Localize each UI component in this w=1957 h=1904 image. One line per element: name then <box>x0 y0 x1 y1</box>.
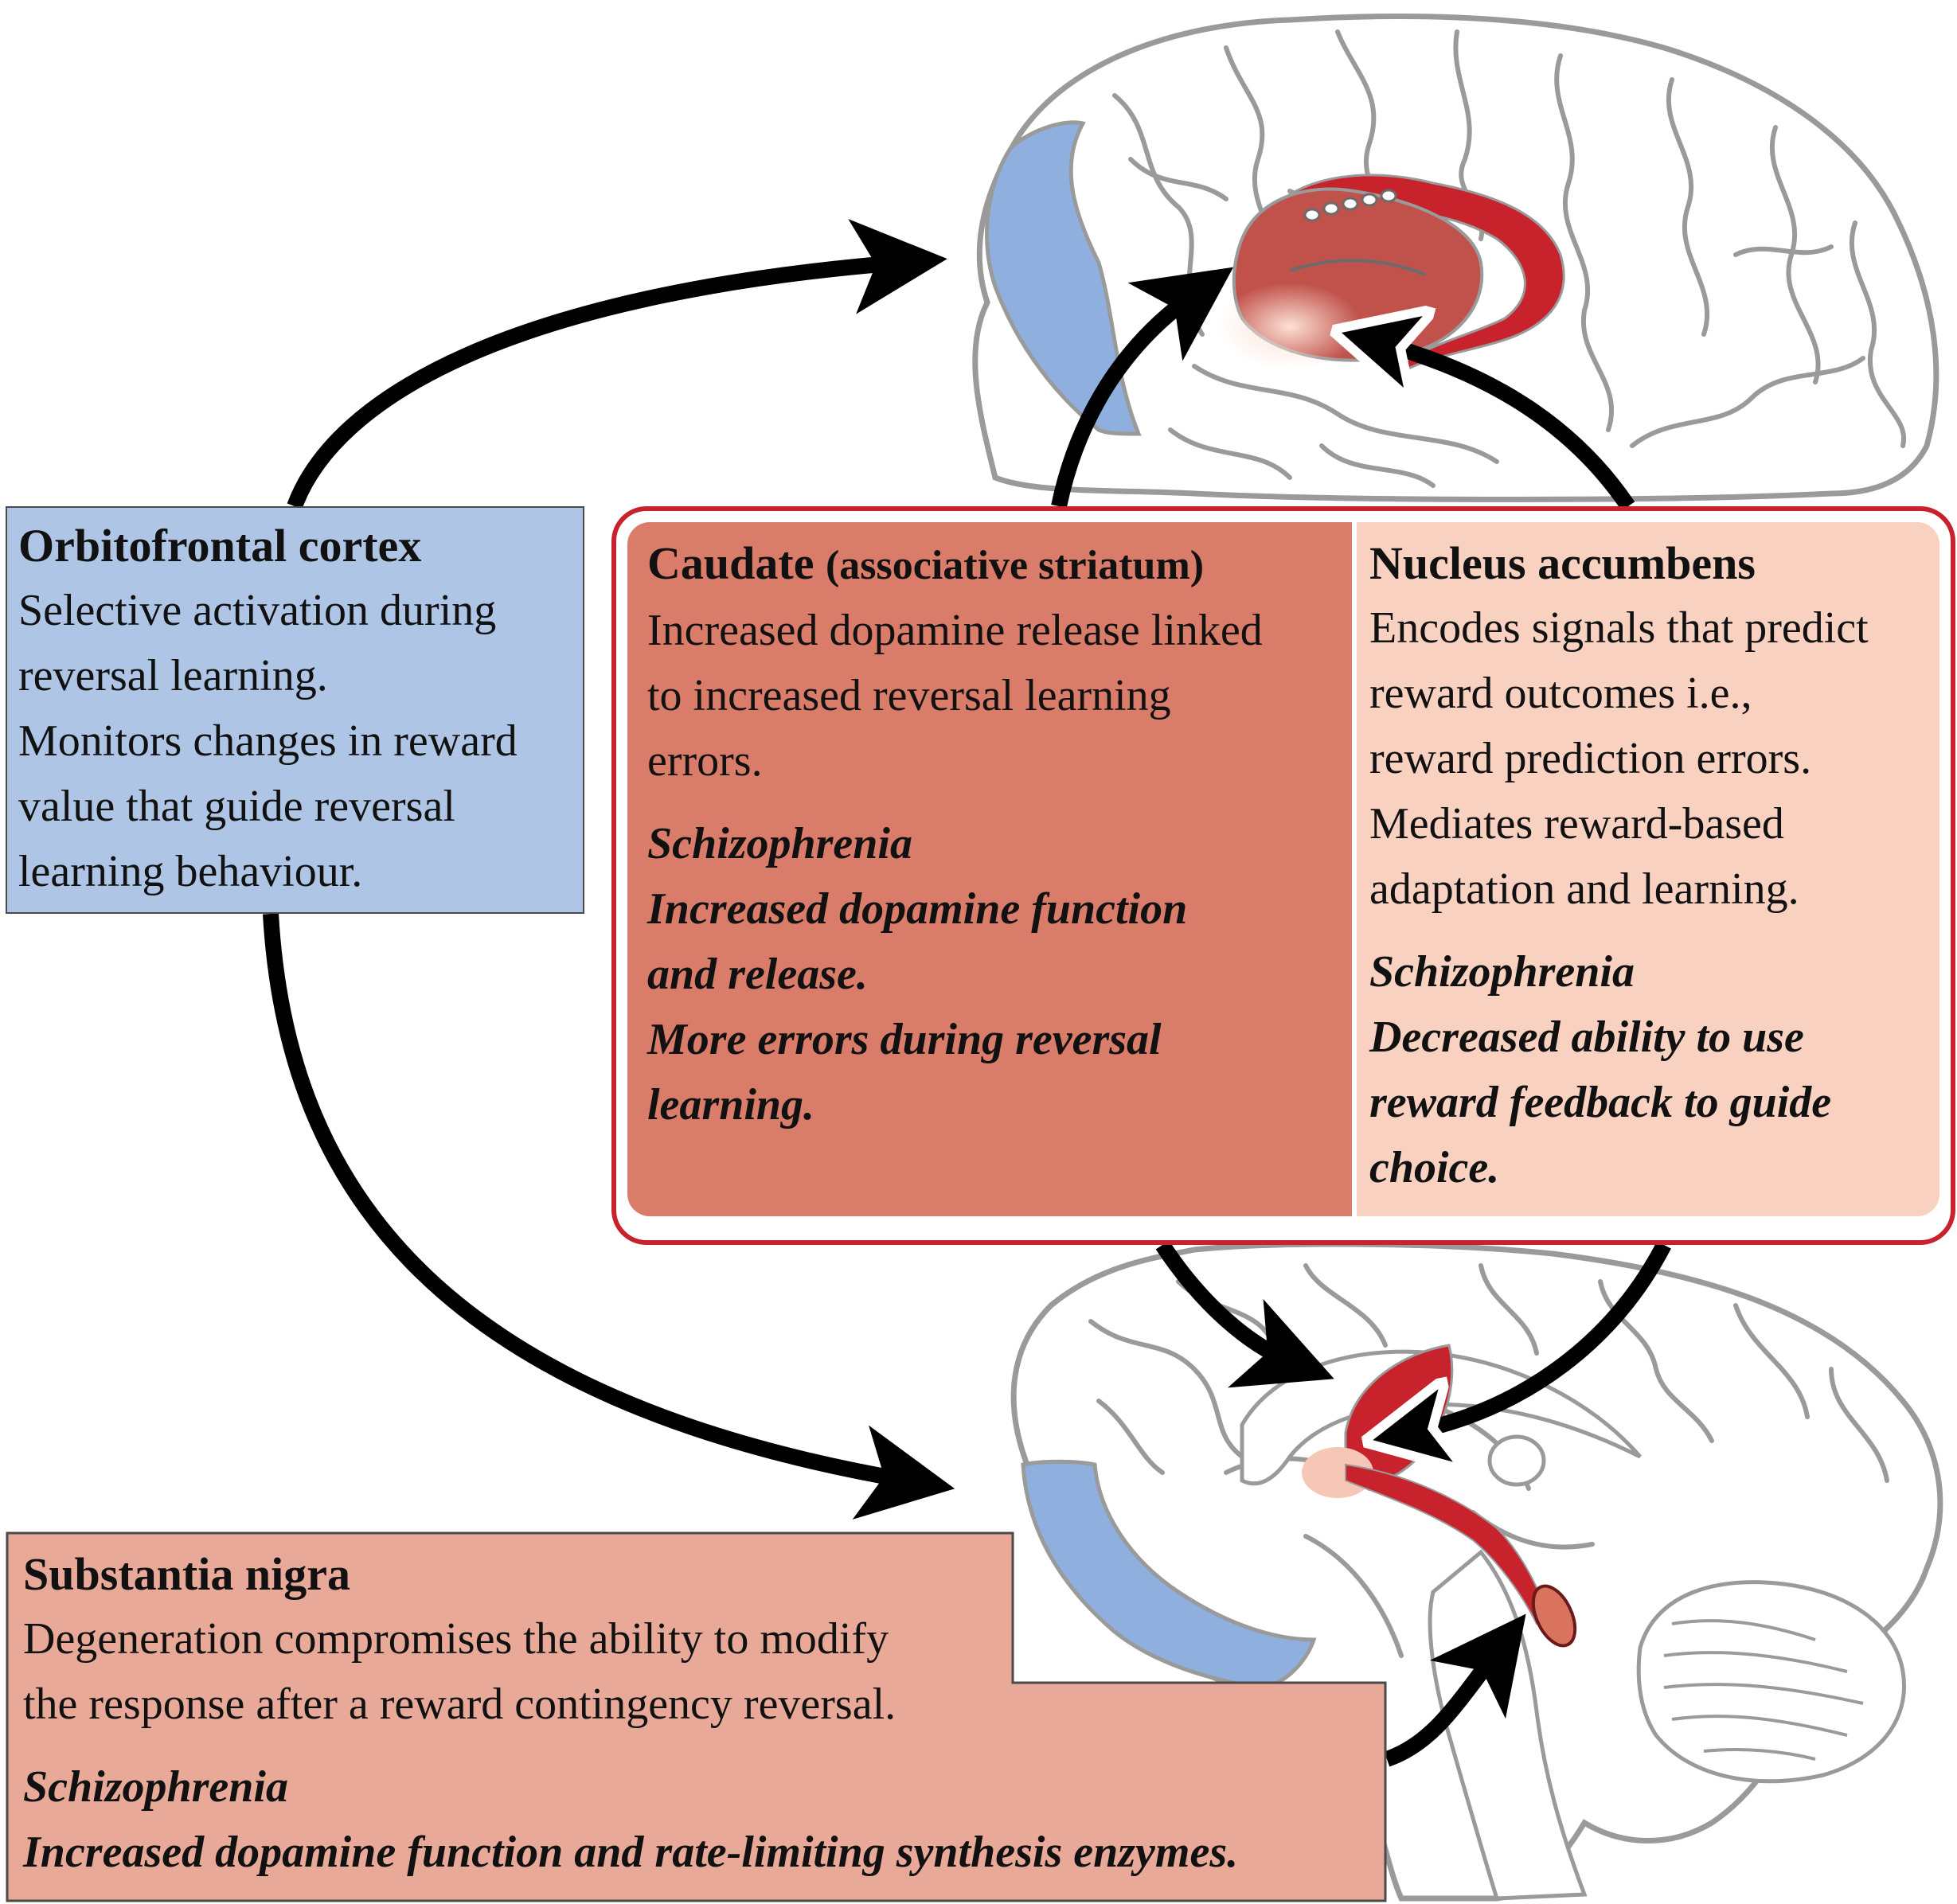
orbitofrontal-title: Orbitofrontal cortex <box>18 520 422 572</box>
nucleus-accumbens-schizophrenia-line: Decreased ability to use <box>1369 1012 1804 1062</box>
caudate-line: Increased dopamine release linked <box>647 606 1263 655</box>
caudate-schizophrenia-heading: Schizophrenia <box>647 819 912 868</box>
nucleus-accumbens-line: Mediates reward-based <box>1369 799 1784 849</box>
top-brain-accumbens-glow <box>1218 283 1361 370</box>
arrow-caudate-to-bottom <box>1155 1240 1334 1388</box>
bottom-brain-substantia-nigra <box>1531 1584 1577 1648</box>
nucleus-accumbens-line: Encodes signals that predict <box>1369 603 1869 653</box>
substantia-nigra-schizophrenia-heading: Schizophrenia <box>23 1762 288 1812</box>
orbitofrontal-line: reversal learning. <box>18 651 328 700</box>
orbitofrontal-line: value that guide reversal <box>18 782 455 831</box>
nucleus-accumbens-schizophrenia-heading: Schizophrenia <box>1369 947 1635 997</box>
caudate-title: Caudate <box>647 537 814 589</box>
arrow-ofc-to-top-brain <box>287 219 947 509</box>
nucleus-accumbens-title: Nucleus accumbens <box>1369 537 1756 589</box>
orbitofrontal-line: Monitors changes in reward <box>18 716 518 766</box>
caudate-schizophrenia-line: and release. <box>647 950 868 999</box>
caudate-schizophrenia-line: learning. <box>647 1080 815 1130</box>
bottom-brain-illustration <box>1010 1241 1943 1902</box>
nucleus-accumbens-line: reward outcomes i.e., <box>1369 669 1752 718</box>
bottom-brain-cerebellum-folia <box>1663 1619 1864 1761</box>
arrow-accumbens-to-top <box>1377 342 1635 511</box>
arrow-ofc-to-bottom-brain <box>263 913 955 1520</box>
caudate-schizophrenia-line: Increased dopamine function <box>647 884 1188 934</box>
substantia-nigra-title: Substantia nigra <box>23 1548 350 1600</box>
substantia-nigra-line: Degeneration compromises the ability to … <box>23 1614 889 1664</box>
orbitofrontal-cortex-box: Orbitofrontal cortex Selective activatio… <box>6 506 584 914</box>
nucleus-accumbens-line: adaptation and learning. <box>1369 864 1799 914</box>
substantia-nigra-text: Substantia nigra Degeneration compromise… <box>6 1531 1375 1885</box>
top-brain-dots <box>1303 189 1397 222</box>
substantia-nigra-schizophrenia-line: Increased dopamine function and rate-lim… <box>23 1828 1239 1877</box>
caudate-title-row: Caudate (associative striatum) <box>647 532 1352 598</box>
bottom-brain-orbitofrontal-region <box>1021 1459 1317 1690</box>
nucleus-accumbens-box: Nucleus accumbens Encodes signals that p… <box>1357 522 1939 1216</box>
orbitofrontal-line: learning behaviour. <box>18 847 363 896</box>
caudate-schizophrenia-line: More errors during reversal <box>647 1015 1162 1064</box>
arrow-caudate-to-top <box>1051 267 1234 509</box>
substantia-nigra-line: the response after a reward contingency … <box>23 1680 896 1729</box>
nucleus-accumbens-schizophrenia-line: reward feedback to guide <box>1369 1078 1832 1127</box>
arrow-nigra-pathway <box>1384 1613 1526 1767</box>
caudate-box: Caudate (associative striatum) Increased… <box>627 522 1352 1216</box>
caudate-line: errors. <box>647 736 763 786</box>
nucleus-accumbens-line: reward prediction errors. <box>1369 734 1812 783</box>
nucleus-accumbens-schizophrenia-line: choice. <box>1369 1143 1500 1192</box>
arrow-accumbens-to-bottom <box>1409 1241 1671 1433</box>
orbitofrontal-line: Selective activation during <box>18 586 497 635</box>
caudate-line: to increased reversal learning <box>647 671 1171 720</box>
arrows <box>263 219 1671 1767</box>
caudate-subtitle: (associative striatum) <box>825 543 1205 588</box>
top-brain-illustration <box>972 14 1939 502</box>
substantia-nigra-box <box>6 1531 1387 1902</box>
